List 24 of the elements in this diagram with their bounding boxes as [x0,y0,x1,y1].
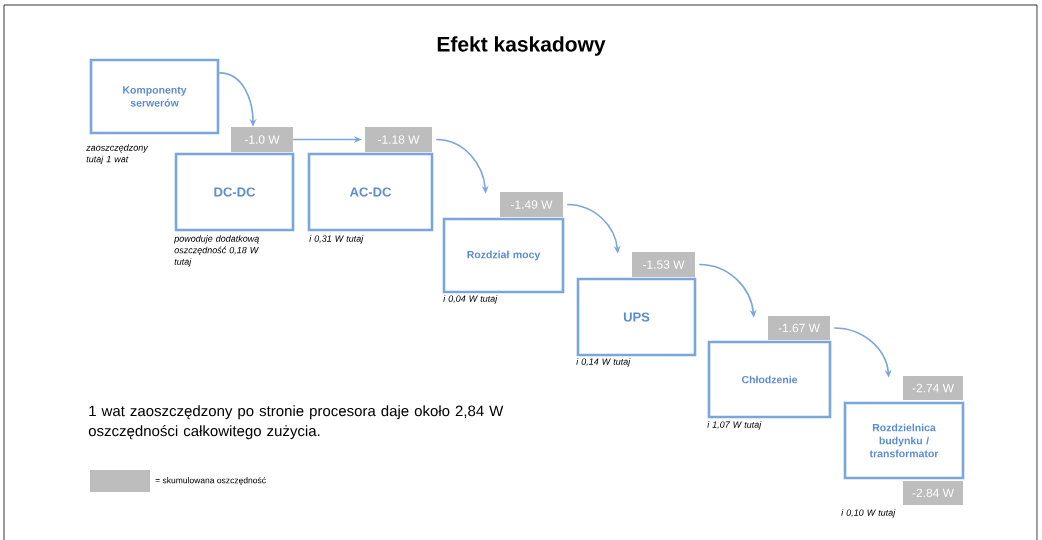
node-label: i 0,14 W tutaj [576,358,631,367]
legend-text: = skumulowana oszczędność [155,477,266,485]
value-tag: -1.18 W [365,127,432,152]
node-label: zaoszczędzony tutaj 1 wat [86,144,149,165]
process-box: Komponenty serwerów [89,58,220,135]
node-label: i 0,04 W tutaj [443,295,498,304]
statement: 1 wat zaoszczędzony po stronie procesora daje około 2,84 W oszczędności całkowitego zużycia. [88,405,504,440]
title: Efekt kaskadowy [437,36,606,56]
node-label: i 1,07 W tutaj [707,421,762,430]
value-tag: -1.53 W [632,252,695,277]
value-tag: -1.67 W [768,316,830,340]
process-box: DC-DC [174,152,295,232]
value-tag: -1.0 W [231,127,293,152]
process-box: Chłodzenie [707,340,832,419]
node-label: i 0,10 W tutaj [841,509,896,518]
node-label: powoduje dodatkową oszczędność 0,18 W tutaj [174,235,259,267]
value-tag: -1.49 W [500,192,563,217]
value-tag: -2.84 W [903,481,963,505]
process-box: Rozdział mocy [442,217,565,294]
value-tag: -2.74 W [903,376,963,400]
process-box: AC-DC [307,152,434,232]
node-label: i 0,31 W tutaj [309,235,364,244]
process-box: Rozdzielnica budynku / transformator [843,401,965,480]
process-box: UPS [576,277,697,357]
